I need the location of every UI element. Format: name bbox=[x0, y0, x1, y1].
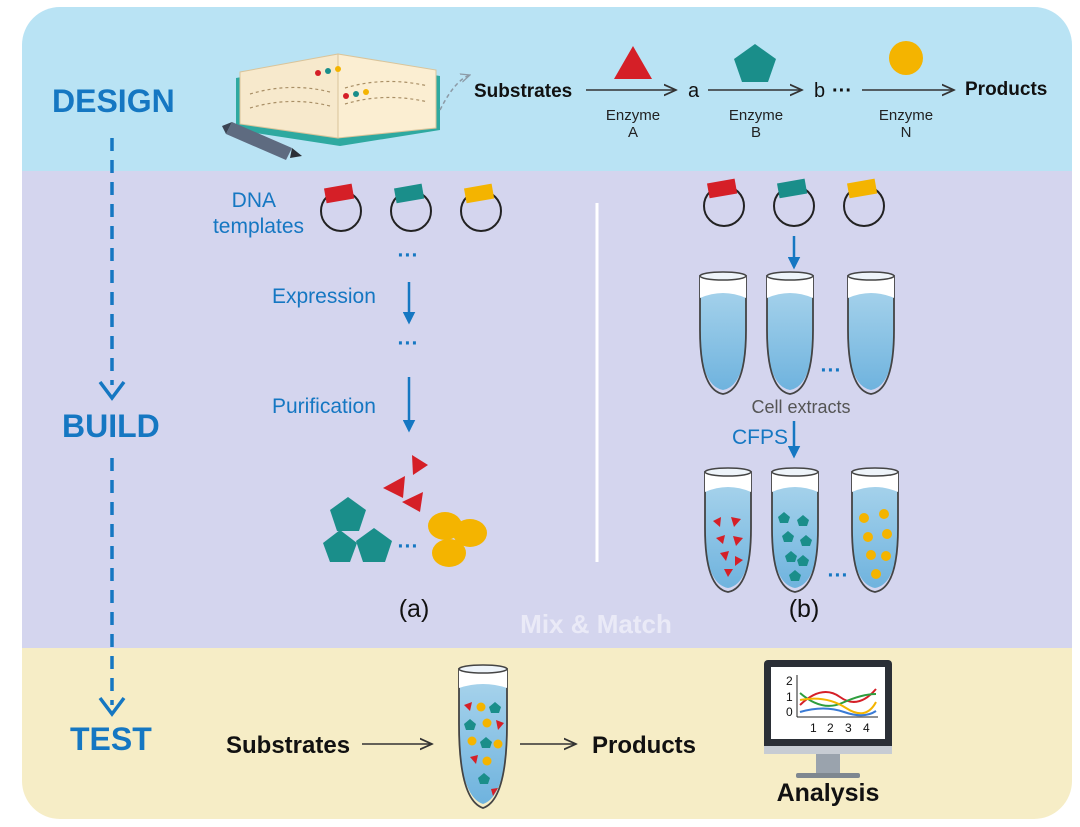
analysis-x-tick-4: 4 bbox=[863, 721, 870, 735]
enzyme-b-letter: B bbox=[751, 124, 761, 141]
build-panel bbox=[22, 171, 1072, 648]
pathway-ellipsis: ··· bbox=[832, 80, 852, 102]
analysis-y-tick-0: 0 bbox=[786, 705, 793, 719]
enzyme-n-label: Enzyme bbox=[879, 107, 933, 124]
build-b-ellipsis-2: ··· bbox=[828, 564, 849, 587]
analysis-curve-green bbox=[799, 692, 877, 707]
pathway-products: Products bbox=[965, 79, 1047, 100]
purification-label: Purification bbox=[272, 395, 376, 418]
extract-tube-1 bbox=[699, 271, 747, 395]
analysis-y-tick-1: 1 bbox=[786, 690, 793, 704]
test-panel bbox=[22, 648, 1072, 819]
panel-b-label: (b) bbox=[789, 595, 820, 623]
mix-and-match-label: Mix & Match bbox=[520, 609, 672, 639]
enzyme-a-triangle-icon bbox=[614, 46, 652, 79]
enzyme-n-letter: N bbox=[901, 124, 912, 141]
pathway-intermediate-a: a bbox=[688, 80, 700, 102]
notebook-icon bbox=[236, 53, 440, 146]
plasmid-teal-icon bbox=[390, 183, 432, 232]
design-panel bbox=[22, 7, 1072, 171]
analysis-label: Analysis bbox=[777, 779, 880, 807]
test-products: Products bbox=[592, 732, 696, 759]
enzyme-a-letter: A bbox=[628, 124, 638, 141]
build-a-ellipsis-1: ··· bbox=[398, 244, 419, 267]
cfps-label: CFPS bbox=[732, 426, 788, 449]
plasmid-teal-icon-b bbox=[773, 178, 815, 227]
cfps-tube-teal bbox=[771, 467, 819, 593]
test-substrates: Substrates bbox=[226, 732, 350, 759]
pathway-substrates: Substrates bbox=[474, 81, 572, 102]
build-to-test-arrow bbox=[98, 458, 126, 717]
enzyme-b-label: Enzyme bbox=[729, 107, 783, 124]
build-a-ellipsis-3: ··· bbox=[398, 535, 419, 558]
analysis-curve-blue bbox=[799, 707, 877, 717]
analysis-x-tick-1: 1 bbox=[810, 721, 817, 735]
enzyme-b-pentagon-icon bbox=[734, 44, 776, 82]
stage-design-label: DESIGN bbox=[52, 83, 175, 119]
design-to-build-arrow bbox=[98, 138, 126, 401]
analysis-monitor-icon: 2 1 0 1 2 3 4 bbox=[764, 660, 892, 778]
expression-label: Expression bbox=[272, 285, 376, 308]
build-a-ellipsis-2: ··· bbox=[398, 332, 419, 355]
plasmid-yellow-icon-b bbox=[843, 178, 885, 227]
purified-enzymes-cluster bbox=[323, 455, 487, 567]
analysis-curve-yellow bbox=[799, 697, 877, 715]
enzyme-a-label: Enzyme bbox=[606, 107, 660, 124]
plasmid-yellow-icon bbox=[460, 183, 502, 232]
mixed-reaction-tube bbox=[458, 664, 508, 809]
analysis-curve-red bbox=[799, 688, 877, 706]
stage-build-label: BUILD bbox=[62, 408, 160, 444]
analysis-x-tick-3: 3 bbox=[845, 721, 852, 735]
enzyme-n-circle-icon bbox=[889, 41, 923, 75]
build-b-ellipsis-1: ··· bbox=[821, 359, 842, 382]
plasmid-red-icon bbox=[320, 183, 362, 232]
extract-tube-3 bbox=[847, 271, 895, 395]
analysis-x-tick-2: 2 bbox=[827, 721, 834, 735]
analysis-y-tick-2: 2 bbox=[786, 674, 793, 688]
dna-templates-label-line2: templates bbox=[213, 215, 304, 238]
dna-templates-label-line1: DNA bbox=[232, 189, 276, 212]
cfps-tube-red bbox=[704, 467, 752, 593]
design-connector-arrow bbox=[439, 75, 470, 111]
stage-test-label: TEST bbox=[70, 721, 152, 757]
extract-tube-2 bbox=[766, 271, 814, 395]
pathway-intermediate-b: b bbox=[814, 80, 825, 102]
cfps-tube-yellow bbox=[851, 467, 899, 593]
cell-extracts-label: Cell extracts bbox=[751, 397, 850, 417]
pen-icon bbox=[222, 122, 302, 160]
panel-a-label: (a) bbox=[399, 595, 430, 623]
plasmid-red-icon-b bbox=[703, 178, 745, 227]
